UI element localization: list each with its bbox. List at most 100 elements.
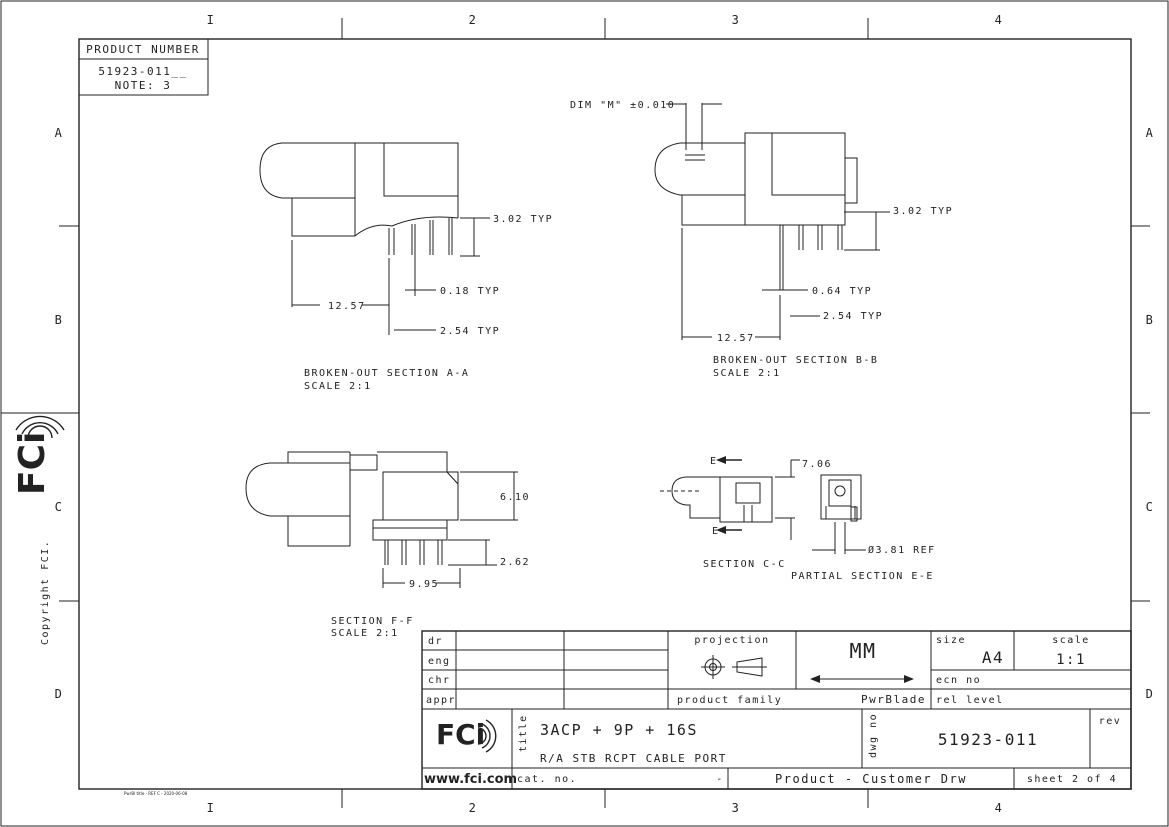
title-line-2: R/A STB RCPT CABLE PORT [540,752,727,765]
ff-dim-6-10: 6.10 [500,492,530,503]
cc-marker-e-top: E [710,456,718,467]
ff-caption-scale: SCALE 2:1 [331,628,399,639]
product-number-note: NOTE: 3 [115,79,172,92]
aa-dim-0-18: 0.18 TYP [440,286,500,297]
row-labels-right: A B C D [1146,126,1155,701]
units-value: MM [849,639,876,663]
sheet-number: sheet 2 of 4 [1027,774,1117,785]
cc-dimension-lines [775,459,800,540]
aa-dim-2-54: 2.54 TYP [440,326,500,337]
row-labels-left: A B C D [55,126,64,701]
ee-dimension-lines [812,522,866,554]
row-label-right-c: C [1146,500,1155,514]
ff-pins [384,540,443,565]
units-arrow-icon [810,675,914,683]
side-fci-logo: FCi [12,415,65,495]
row-label-right-d: D [1146,687,1155,701]
website-text: www.fci.com [424,772,517,787]
row-label-right-a: A [1146,126,1155,140]
bb-dimension-lines [666,103,890,340]
ee-body-outline [820,474,862,522]
col-label-top-1: I [207,13,216,27]
scale-value: 1:1 [1056,652,1086,668]
cc-caption: SECTION C-C [703,559,786,570]
row-label-left-a: A [55,126,64,140]
side-logo-wave-2 [21,422,59,435]
size-value: A4 [982,648,1004,667]
cc-section-markers: E E [710,456,742,537]
column-labels-bottom: I 2 3 4 [207,801,1004,815]
projection-symbol-icon [701,655,767,679]
aa-dim-12-57: 12.57 [328,301,366,312]
bb-dim-3-02: 3.02 TYP [893,206,953,217]
product-number-header: PRODUCT NUMBER [86,43,200,56]
role-chr: chr [428,675,451,686]
col-label-bottom-1: I [207,801,216,815]
product-number-box: PRODUCT NUMBER 51923-011__ NOTE: 3 [78,38,209,96]
col-label-top-3: 3 [732,13,741,27]
bb-pins [779,225,843,290]
ff-caption-title: SECTION F-F [331,616,414,627]
ff-body-outline [245,451,459,547]
ee-dim-3-81: Ø3.81 REF [868,544,936,556]
drawing-type: Product - Customer Drw [775,772,967,786]
view-section-ee: Ø3.81 REF PARTIAL SECTION E-E [791,474,936,582]
bb-dim-12-57: 12.57 [717,333,755,344]
title-label: title [518,714,529,752]
bb-dim-0-64: 0.64 TYP [812,286,872,297]
aa-body-outline [259,142,459,237]
rev-label: rev [1099,716,1122,727]
aa-dim-3-02: 3.02 TYP [493,214,553,225]
cc-marker-e-bottom: E [712,526,720,537]
view-section-cc: E E 7.06 SECTION C-C [660,456,832,570]
cc-body-outline [660,476,773,523]
product-number-value: 51923-011__ [98,65,187,78]
aa-caption-title: BROKEN-OUT SECTION A-A [304,368,469,379]
aa-pins [388,218,453,296]
ecn-label: ecn no [936,675,981,686]
side-logo-wave-1 [27,425,53,439]
projection-label: projection [694,635,769,646]
fci-logo: FCi [436,718,497,753]
ff-dim-9-95: 9.95 [409,579,439,590]
view-section-bb: DIM "M" ±0.010 3.02 TYP 0.64 TYP 2.54 TY… [570,100,953,379]
row-label-left-c: C [55,500,64,514]
row-label-left-b: B [55,313,64,327]
bb-body-outline [654,132,858,226]
cat-no-label: cat. no. [517,774,577,785]
aa-dimension-lines [291,217,490,335]
bb-dim-m: DIM "M" ±0.010 [570,100,675,111]
title-line-1: 3ACP + 9P + 16S [540,721,698,739]
role-eng: eng [428,656,451,667]
ff-dimension-lines [382,471,518,588]
row-label-right-b: B [1146,313,1155,327]
col-label-bottom-2: 2 [469,801,478,815]
row-label-left-d: D [55,687,64,701]
col-label-top-2: 2 [469,13,478,27]
fci-logo-wave-2 [481,723,491,749]
size-label: size [936,635,966,646]
title-block: dr eng chr appr projection MM size A4 sc… [421,630,1132,790]
view-section-ff: 6.10 2.62 9.95 SECTION F-F SCALE 2:1 [245,451,530,639]
cc-dim-7-06: 7.06 [802,459,832,470]
dwg-no-label: dwg no [868,713,879,758]
copyright-text: Copyright FCI. [40,540,51,645]
side-logo-wave-3 [15,415,65,431]
side-logo-text: FCi [12,432,53,495]
fci-logo-wave-1 [477,727,487,745]
side-brand: FCi Copyright FCI. [12,415,65,645]
rel-level-label: rel level [936,695,1004,706]
col-label-bottom-4: 4 [995,801,1004,815]
col-label-bottom-3: 3 [732,801,741,815]
ff-dim-2-62: 2.62 [500,557,530,568]
fci-logo-wave-3 [485,719,497,753]
col-label-top-4: 4 [995,13,1004,27]
view-section-aa: 3.02 TYP 0.18 TYP 12.57 2.54 TYP BROKEN-… [259,142,553,392]
product-family-label: product family [677,695,782,706]
product-family-value: PwrBlade [861,693,926,706]
fci-logo-text: FCi [436,718,485,751]
cat-no-value: - [716,774,724,785]
bb-caption-title: BROKEN-OUT SECTION B-B [713,355,878,366]
